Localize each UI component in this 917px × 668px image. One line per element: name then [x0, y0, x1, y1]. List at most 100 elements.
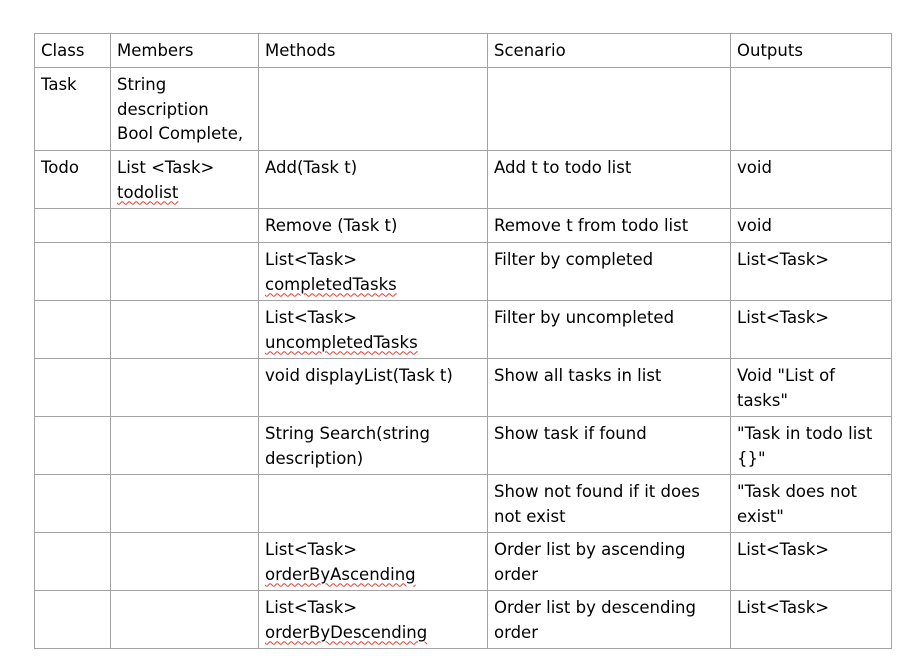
method-text: Add(Task t) — [265, 158, 358, 177]
header-cell-methods: Methods — [258, 33, 488, 68]
class-cell — [34, 208, 111, 243]
header-cell-members: Members — [110, 33, 259, 68]
class-cell — [34, 532, 111, 591]
methods-cell: String Search(string description) — [258, 416, 488, 475]
class-name-text: Task — [41, 75, 77, 94]
outputs-cell: void — [730, 150, 892, 209]
table-row: void displayList(Task t) Show all tasks … — [34, 358, 892, 417]
scenario-text: Order list by descending — [494, 598, 696, 617]
member-text: todolist — [117, 182, 179, 202]
members-cell — [110, 300, 259, 359]
scenario-cell: Show all tasks in list — [487, 358, 731, 417]
output-text: Void "List of — [737, 366, 835, 385]
output-text: "Task does not — [737, 482, 858, 501]
output-text: void — [737, 158, 772, 177]
members-cell — [110, 532, 259, 591]
scenario-cell: Filter by completed — [487, 242, 731, 301]
output-text: List<Task> — [737, 598, 830, 617]
table-row: Task String description Bool Complete, — [34, 67, 892, 151]
scenario-cell: Order list by descending order — [487, 590, 731, 649]
members-cell — [110, 208, 259, 243]
output-text: List<Task> — [737, 308, 830, 327]
members-cell — [110, 242, 259, 301]
outputs-cell: List<Task> — [730, 300, 892, 359]
members-cell — [110, 416, 259, 475]
header-methods-text: Methods — [265, 41, 336, 60]
member-text: Bool Complete, — [117, 124, 244, 143]
scenario-text: Order list by ascending — [494, 540, 686, 559]
header-cell-scenario: Scenario — [487, 33, 731, 68]
table-row: List<Task> uncompletedTasks Filter by un… — [34, 300, 892, 359]
scenario-text: Filter by completed — [494, 250, 654, 269]
member-text: description — [117, 99, 209, 119]
scenario-text: Show task if found — [494, 424, 647, 443]
members-cell: String description Bool Complete, — [110, 67, 259, 151]
methods-cell: List<Task> completedTasks — [258, 242, 488, 301]
method-text: List<Task> — [265, 598, 358, 617]
methods-cell: List<Task> uncompletedTasks — [258, 300, 488, 359]
header-cell-outputs: Outputs — [730, 33, 892, 68]
header-scenario-text: Scenario — [494, 41, 566, 60]
method-text: String Search(string — [265, 424, 430, 443]
scenario-text: Filter by uncompleted — [494, 308, 675, 327]
scenario-cell: Add t to todo list — [487, 150, 731, 209]
scenario-text: not exist — [494, 506, 566, 526]
header-members-text: Members — [117, 41, 194, 60]
table-row: Remove (Task t) Remove t from todo list … — [34, 208, 892, 243]
scenario-text: order — [494, 622, 538, 642]
members-cell: List <Task> todolist — [110, 150, 259, 209]
class-design-table: Class Members Methods Scenario Outputs T… — [34, 33, 892, 649]
scenario-cell: Filter by uncompleted — [487, 300, 731, 359]
methods-cell — [258, 474, 488, 533]
outputs-cell — [730, 67, 892, 151]
output-text: List<Task> — [737, 250, 830, 269]
member-text: List <Task> — [117, 158, 215, 177]
outputs-cell: Void "List of tasks" — [730, 358, 892, 417]
scenario-cell — [487, 67, 731, 151]
members-cell — [110, 474, 259, 533]
methods-cell: Add(Task t) — [258, 150, 488, 209]
output-text: void — [737, 216, 772, 235]
class-cell — [34, 300, 111, 359]
class-cell — [34, 242, 111, 301]
method-text: completedTasks — [265, 274, 397, 294]
table-row: List<Task> orderByDescending Order list … — [34, 590, 892, 649]
outputs-cell: List<Task> — [730, 242, 892, 301]
output-text: "Task in todo list — [737, 424, 873, 443]
header-cell-class: Class — [34, 33, 111, 68]
scenario-text: order — [494, 564, 538, 584]
member-text: String — [117, 75, 167, 94]
output-text: List<Task> — [737, 540, 830, 559]
table-row: String Search(string description) Show t… — [34, 416, 892, 475]
class-cell — [34, 358, 111, 417]
members-cell — [110, 358, 259, 417]
scenario-text: Show not found if it does — [494, 482, 700, 501]
class-cell: Todo — [34, 150, 111, 209]
table-header-row: Class Members Methods Scenario Outputs — [34, 33, 892, 68]
scenario-text: Show all tasks in list — [494, 366, 662, 385]
methods-cell: Remove (Task t) — [258, 208, 488, 243]
outputs-cell: List<Task> — [730, 590, 892, 649]
outputs-cell: void — [730, 208, 892, 243]
scenario-cell: Order list by ascending order — [487, 532, 731, 591]
method-text: orderByDescending — [265, 622, 428, 642]
class-name-text: Todo — [41, 158, 79, 177]
class-cell — [34, 474, 111, 533]
class-cell — [34, 590, 111, 649]
members-cell — [110, 590, 259, 649]
methods-cell: void displayList(Task t) — [258, 358, 488, 417]
outputs-cell: List<Task> — [730, 532, 892, 591]
outputs-cell: "Task in todo list {}" — [730, 416, 892, 475]
output-text: tasks" — [737, 390, 788, 410]
method-text: description) — [265, 448, 364, 468]
table-row: Show not found if it does not exist "Tas… — [34, 474, 892, 533]
scenario-text: Add t to todo list — [494, 158, 632, 177]
outputs-cell: "Task does not exist" — [730, 474, 892, 533]
scenario-cell: Show not found if it does not exist — [487, 474, 731, 533]
header-outputs-text: Outputs — [737, 41, 803, 60]
table-row: List<Task> orderByAscending Order list b… — [34, 532, 892, 591]
method-text: List<Task> — [265, 250, 358, 269]
scenario-text: Remove t from todo list — [494, 216, 689, 235]
class-cell — [34, 416, 111, 475]
